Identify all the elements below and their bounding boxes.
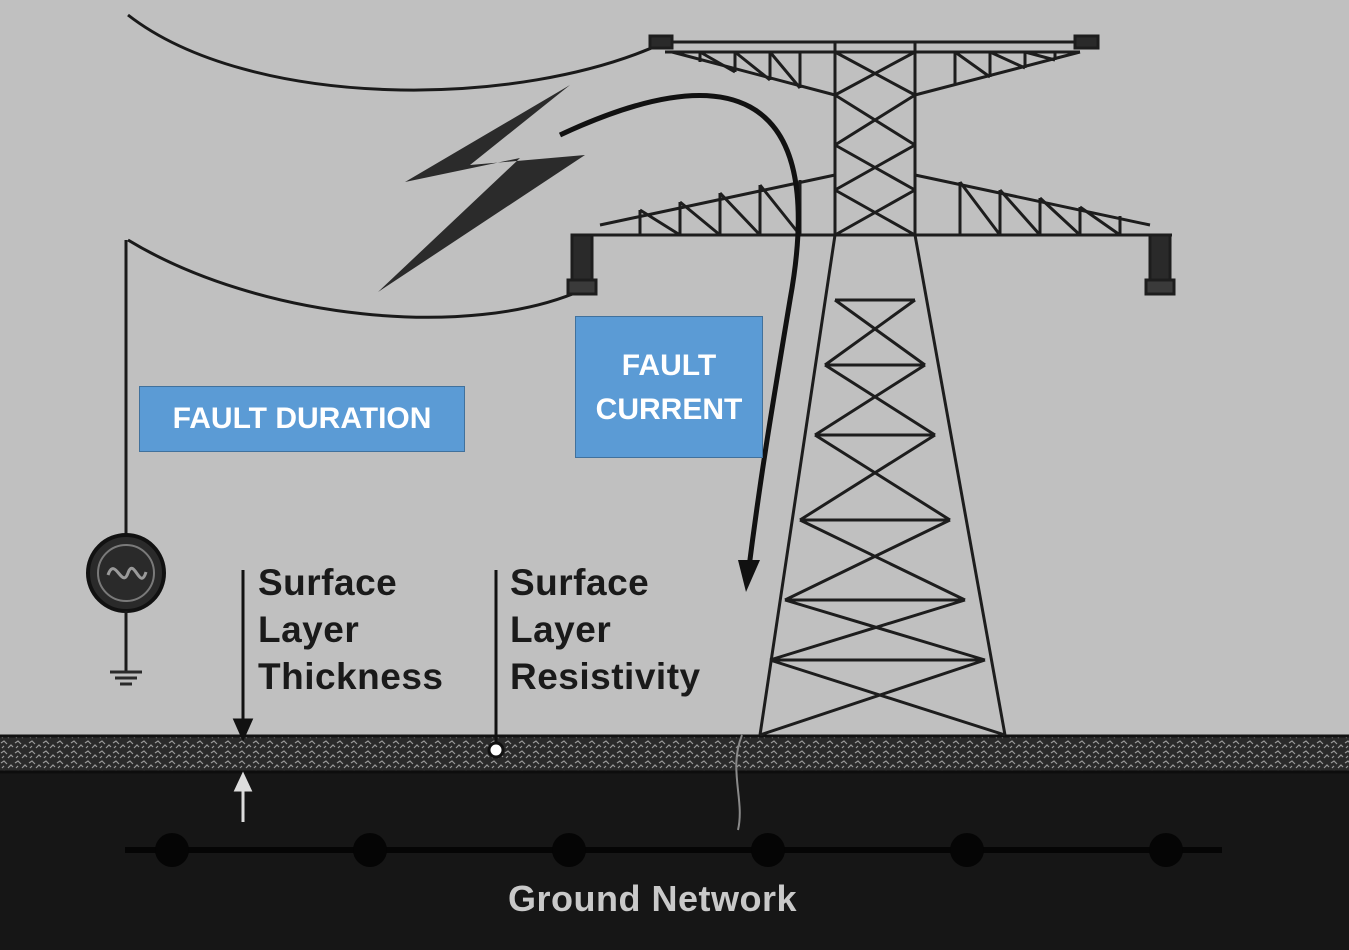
ground-network-nodes (155, 833, 1183, 867)
thickness-indicator (232, 570, 254, 822)
surface-layer-resistivity-label: Surface Layer Resistivity (510, 559, 701, 700)
thickness-label-line-2: Layer (258, 609, 360, 650)
soil-body (0, 770, 1349, 950)
thickness-label-line-3: Thickness (258, 656, 444, 697)
ground-network-label: Ground Network (508, 878, 798, 919)
resistivity-label-line-1: Surface (510, 562, 650, 603)
resistivity-label-line-3: Resistivity (510, 656, 701, 697)
ground-conductor (735, 734, 743, 831)
fault-current-label-line-1: FAULT (621, 349, 717, 382)
thickness-label-line-1: Surface (258, 562, 398, 603)
fault-current-arrowhead (738, 560, 760, 592)
power-line-lower (127, 238, 583, 319)
transmission-tower (566, 34, 1176, 737)
fault-duration-label: FAULT DURATION (172, 402, 432, 435)
earth-ground-icon (110, 670, 142, 686)
resistivity-label-line-2: Layer (510, 609, 612, 650)
fault-current-label-line-2: CURRENT (595, 393, 743, 426)
ac-source-icon (86, 533, 166, 613)
power-line-top (127, 13, 666, 92)
surface-layer-gravel (0, 735, 1349, 773)
fault-lightning-bolt (378, 85, 585, 292)
fault-current-box: FAULT CURRENT (575, 316, 763, 458)
surface-layer-thickness-label: Surface Layer Thickness (258, 559, 443, 700)
fault-current-path-arrow (558, 93, 801, 576)
fault-duration-box: FAULT DURATION (139, 386, 465, 452)
